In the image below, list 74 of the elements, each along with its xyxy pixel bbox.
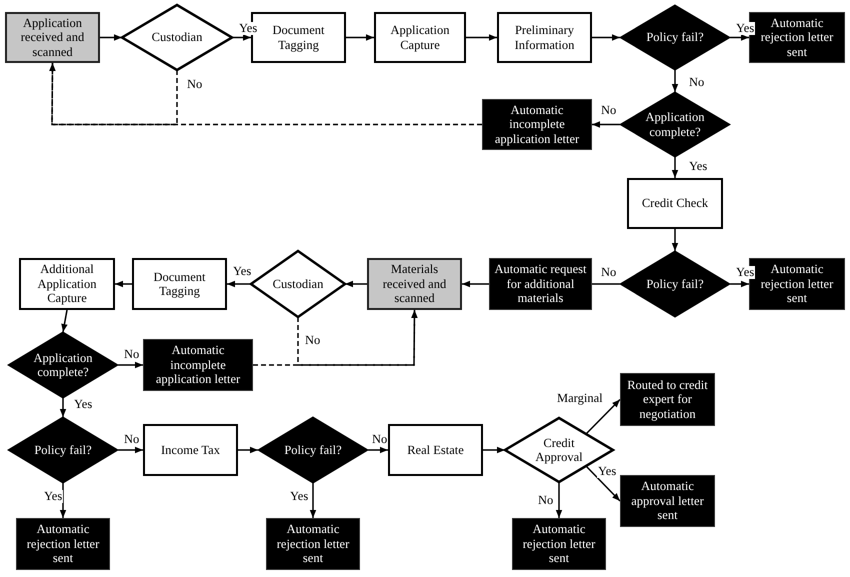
arrow (232, 34, 251, 41)
arrow (730, 280, 749, 288)
outcome-box: Routed to credit expert for negotiation (620, 373, 715, 426)
arrow (592, 34, 620, 41)
arrow (100, 34, 122, 41)
arrow (672, 229, 678, 251)
arrow (118, 446, 143, 454)
arrow (592, 121, 620, 128)
decision-diamond: Application complete? (8, 332, 118, 398)
edge-label: No (371, 433, 388, 446)
edge-label: No (688, 76, 706, 88)
process-box: Additional Application Capture (19, 258, 115, 310)
edge-label: Marginal (556, 392, 604, 404)
arrow (672, 157, 678, 178)
arrow (310, 483, 316, 518)
arrow (227, 280, 251, 288)
decision-diamond: Policy fail? (620, 5, 730, 70)
edge-label: Yes (73, 398, 94, 410)
arrow (585, 465, 621, 502)
edge-label: No (600, 266, 618, 278)
edge-label: No (304, 334, 322, 346)
edge-label: Yes (597, 465, 618, 478)
outcome-box: Automatic rejection letter sent (266, 518, 360, 570)
arrow (483, 446, 505, 454)
outcome-box: Automatic rejection letter sent (16, 518, 110, 570)
arrow (60, 483, 66, 518)
decision-diamond: Policy fail? (258, 417, 368, 483)
arrow (368, 446, 388, 454)
arrow (585, 398, 621, 435)
arrow (49, 63, 482, 126)
process-box: Application Capture (374, 12, 466, 63)
arrow (556, 482, 562, 518)
edge-label: Yes (289, 490, 310, 502)
arrow (672, 70, 678, 92)
arrow (61, 310, 68, 332)
outcome-box: Automatic incomplete application letter (143, 339, 253, 391)
decision-diamond: Policy fail? (8, 417, 118, 483)
process-box: Preliminary Information (497, 12, 592, 63)
arrow (60, 398, 66, 417)
edge-label: Yes (238, 22, 258, 34)
process-box: Document Tagging (132, 258, 227, 310)
edge-label: Yes (688, 160, 708, 172)
arrow (346, 34, 374, 41)
arrow (297, 310, 418, 366)
outcome-box: Automatic request for additional materials (489, 258, 592, 310)
outcome-box: Automatic incomplete application letter (482, 99, 592, 150)
arrow (730, 34, 749, 41)
process-box: Income Tax (143, 424, 238, 476)
edge-label: No (123, 348, 140, 360)
arrow (462, 280, 489, 288)
process-box: Real Estate (388, 424, 483, 476)
edge-label: Yes (735, 22, 756, 34)
arrow (49, 63, 178, 126)
outcome-box: Automatic rejection letter sent (512, 518, 606, 570)
decision-diamond: Policy fail? (620, 251, 730, 317)
arrow (345, 280, 367, 288)
edge-label: No (186, 78, 204, 90)
arrow (115, 280, 132, 288)
edge-label: Yes (735, 266, 756, 278)
edge-label: Yes (232, 265, 252, 278)
decision-diamond: Custodian (251, 251, 345, 317)
process-box: Application received and scanned (5, 12, 100, 63)
edge-label: Yes (43, 490, 64, 502)
arrow (118, 362, 143, 368)
process-box: Materials received and scanned (367, 258, 462, 310)
edge-label: No (123, 433, 140, 446)
decision-diamond: Application complete? (620, 92, 730, 157)
arrow (466, 34, 497, 41)
edge-label: No (537, 494, 554, 506)
decision-diamond: Custodian (122, 5, 232, 70)
process-box: Credit Check (627, 178, 723, 229)
arrow (238, 446, 258, 454)
outcome-box: Automatic approval letter sent (620, 475, 715, 527)
edge-label: No (600, 104, 618, 116)
